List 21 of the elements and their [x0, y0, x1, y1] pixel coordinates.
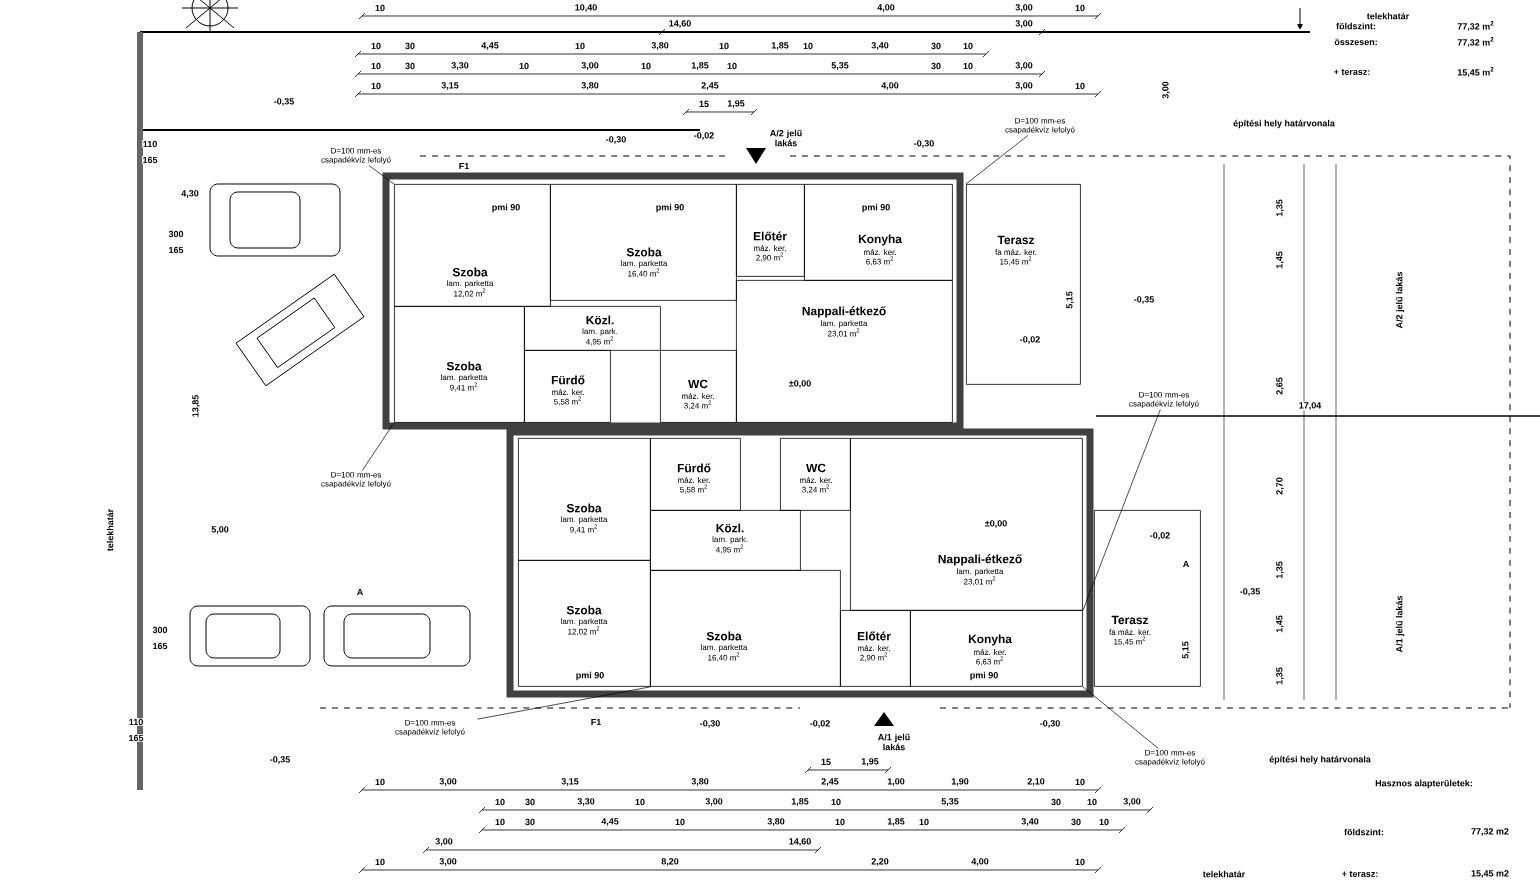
room [736, 184, 805, 277]
room [394, 306, 525, 423]
room [650, 570, 841, 687]
room [524, 350, 611, 423]
room [518, 438, 651, 561]
leader-line [1082, 686, 1159, 749]
room [650, 438, 741, 511]
room [1094, 510, 1201, 687]
room [840, 610, 911, 687]
leader-line [477, 686, 652, 720]
leader-line [1082, 409, 1161, 612]
leader-line [965, 135, 1029, 185]
room [850, 438, 1083, 611]
room [780, 438, 851, 511]
room [660, 350, 737, 423]
leader-line [361, 422, 395, 471]
room [966, 184, 1081, 385]
room [524, 306, 661, 351]
leader-line [368, 165, 395, 185]
room [650, 510, 801, 571]
room [736, 280, 953, 423]
